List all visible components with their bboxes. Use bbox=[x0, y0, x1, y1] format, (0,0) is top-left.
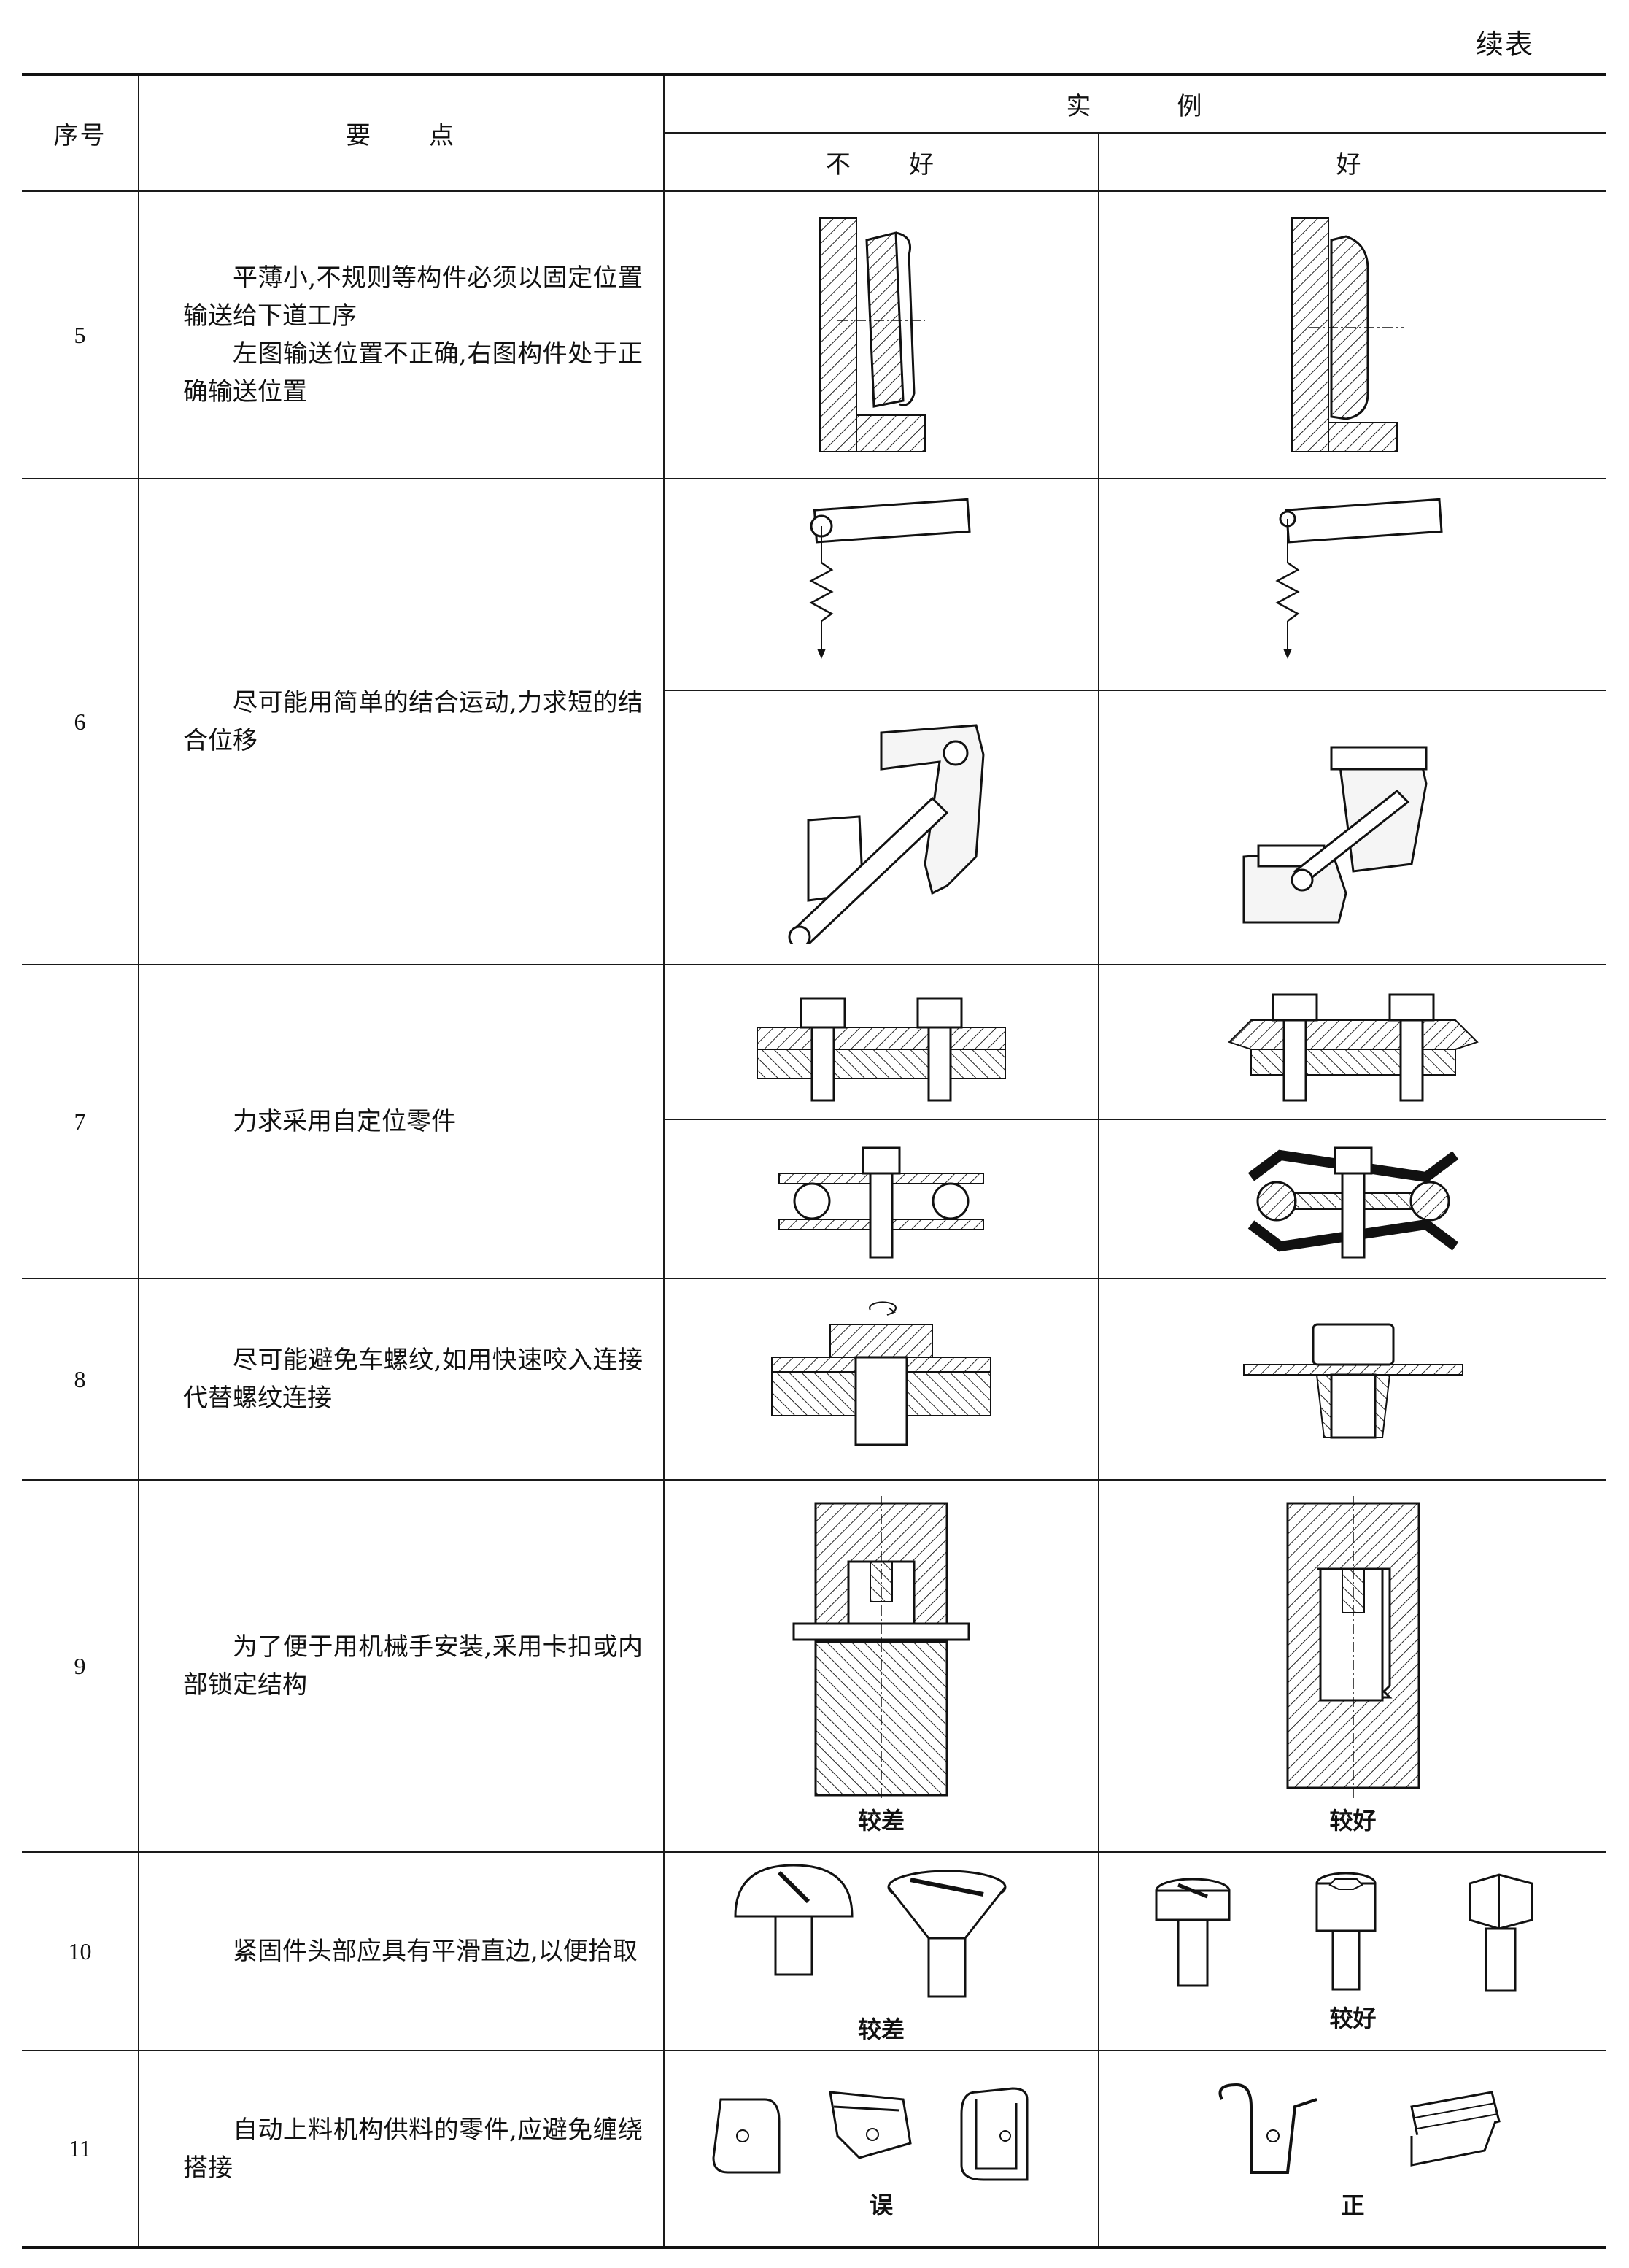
figure-caption: 较差 bbox=[857, 2016, 905, 2043]
key-point-line: 自动上料机构供料的零件,应避免缠绕搭接 bbox=[183, 2115, 643, 2183]
key-point-line: 尽可能避免车螺纹,如用快速咬入连接代替螺纹连接 bbox=[183, 1346, 643, 1413]
round-and-countersunk-screws-drawing bbox=[734, 1864, 1007, 1998]
row-number: 10 bbox=[22, 1851, 139, 2051]
short-insertion-bracket-drawing bbox=[1242, 746, 1428, 924]
key-point-text: 尽可能避免车螺纹,如用快速咬入连接代替螺纹连接 bbox=[138, 1278, 665, 1481]
key-point-text: 为了便于用机械手安装,采用卡扣或内部锁定结构 bbox=[138, 1479, 665, 1853]
figure-caption: 误 bbox=[869, 2191, 893, 2219]
bad-example-figure bbox=[664, 690, 1099, 965]
good-example-figure: 较好 bbox=[1098, 1479, 1606, 1853]
tangling-clips-drawing bbox=[712, 2086, 1029, 2180]
key-point-line: 左图输送位置不正确,右图构件处于正确输送位置 bbox=[183, 339, 643, 406]
flat-edge-head-screws-drawing bbox=[1155, 1872, 1533, 1992]
table-row: 11 自动上料机构供料的零件,应避免缠绕搭接 误 bbox=[22, 2050, 1606, 2248]
key-point-text: 平薄小,不规则等构件必须以固定位置输送给下道工序 左图输送位置不正确,右图构件处… bbox=[138, 190, 665, 479]
bad-example-figure: 较差 bbox=[663, 1851, 1099, 2051]
good-example-figure bbox=[1098, 190, 1606, 479]
good-example-figure bbox=[1098, 964, 1606, 1120]
bad-example-figure bbox=[664, 1119, 1099, 1279]
bad-example-figure bbox=[663, 478, 1099, 691]
key-point-line: 为了便于用机械手安装,采用卡扣或内部锁定结构 bbox=[183, 1632, 643, 1700]
table-row: 9 为了便于用机械手安装,采用卡扣或内部锁定结构 较差 较好 bbox=[22, 1479, 1606, 1853]
row-number: 5 bbox=[22, 190, 139, 479]
row-number: 7 bbox=[22, 964, 139, 1279]
key-point-text: 自动上料机构供料的零件,应避免缠绕搭接 bbox=[138, 2050, 665, 2248]
key-point-line: 紧固件头部应具有平滑直边,以便拾取 bbox=[233, 1937, 638, 1966]
table-row: 5 平薄小,不规则等构件必须以固定位置输送给下道工序 左图输送位置不正确,右图构… bbox=[22, 190, 1606, 479]
figure-caption: 较差 bbox=[857, 1807, 905, 1835]
row-number: 8 bbox=[22, 1278, 139, 1481]
design-guidelines-table: 序号 要 点 实 例 不 好 好 5 平薄小,不规则等构件必须以固定位置输送给下… bbox=[22, 73, 1606, 2249]
good-example-figure bbox=[1098, 478, 1606, 691]
table-row bbox=[22, 1119, 1606, 1279]
key-point-line: 平薄小,不规则等构件必须以固定位置输送给下道工序 bbox=[183, 263, 643, 331]
table-row: 7 力求采用自定位零件 bbox=[22, 964, 1606, 1279]
pinned-joint-drawing bbox=[792, 1496, 970, 1799]
lever-spring-offset-drawing bbox=[809, 498, 971, 659]
bolted-plates-self-locating-drawing bbox=[1227, 993, 1479, 1102]
lever-spring-aligned-drawing bbox=[1274, 498, 1443, 659]
figure-caption: 较好 bbox=[1329, 2005, 1377, 2032]
row-number: 6 bbox=[22, 478, 139, 965]
header-key-points: 要 点 bbox=[138, 74, 665, 192]
bad-example-figure bbox=[663, 964, 1099, 1120]
header-good: 好 bbox=[1098, 132, 1606, 192]
quick-bite-fastener-drawing bbox=[1242, 1323, 1463, 1439]
table-row: 8 尽可能避免车螺纹,如用快速咬入连接代替螺纹连接 bbox=[22, 1278, 1606, 1481]
header-seq: 序号 bbox=[22, 74, 139, 192]
ball-between-plates-self-locating-drawing bbox=[1247, 1146, 1458, 1259]
good-example-figure bbox=[1098, 690, 1606, 965]
good-example-figure bbox=[1098, 1119, 1606, 1279]
table-row: 10 紧固件头部应具有平滑直边,以便拾取 较差 bbox=[22, 1851, 1606, 2051]
bad-example-figure bbox=[663, 190, 1099, 479]
non-tangling-clips-drawing bbox=[1218, 2083, 1501, 2174]
good-example-figure bbox=[1098, 1278, 1606, 1481]
key-point-text: 力求采用自定位零件 bbox=[138, 964, 665, 1279]
good-example-figure: 正 bbox=[1098, 2050, 1606, 2248]
ball-between-plates-plain-drawing bbox=[778, 1146, 984, 1259]
header-examples: 实 例 bbox=[663, 74, 1606, 134]
row-number: 9 bbox=[22, 1479, 139, 1853]
threaded-screw-joint-drawing bbox=[771, 1301, 991, 1446]
good-example-figure: 较好 bbox=[1098, 1851, 1606, 2051]
bolted-plates-plain-drawing bbox=[757, 997, 1006, 1102]
figure-caption: 较好 bbox=[1329, 1807, 1377, 1835]
table-row: 6 尽可能用简单的结合运动,力求短的结合位移 bbox=[22, 478, 1606, 965]
continued-label: 续表 bbox=[1475, 28, 1534, 61]
tilted-part-in-chute-drawing bbox=[819, 217, 926, 452]
key-point-text: 尽可能用简单的结合运动,力求短的结合位移 bbox=[138, 478, 665, 965]
key-point-line: 力求采用自定位零件 bbox=[233, 1107, 456, 1136]
figure-caption: 正 bbox=[1341, 2191, 1365, 2219]
header-bad: 不 好 bbox=[664, 132, 1099, 192]
bad-example-figure bbox=[663, 1278, 1099, 1481]
snap-lock-joint-drawing bbox=[1286, 1496, 1420, 1799]
key-point-line: 尽可能用简单的结合运动,力求短的结合位移 bbox=[183, 688, 643, 755]
bad-example-figure: 误 bbox=[663, 2050, 1099, 2248]
long-insertion-bracket-drawing bbox=[788, 724, 985, 944]
row-number: 11 bbox=[22, 2050, 139, 2248]
bad-example-figure: 较差 bbox=[663, 1479, 1099, 1853]
aligned-part-in-chute-drawing bbox=[1291, 217, 1404, 452]
table-row bbox=[22, 690, 1606, 965]
key-point-text: 紧固件头部应具有平滑直边,以便拾取 bbox=[138, 1851, 665, 2051]
